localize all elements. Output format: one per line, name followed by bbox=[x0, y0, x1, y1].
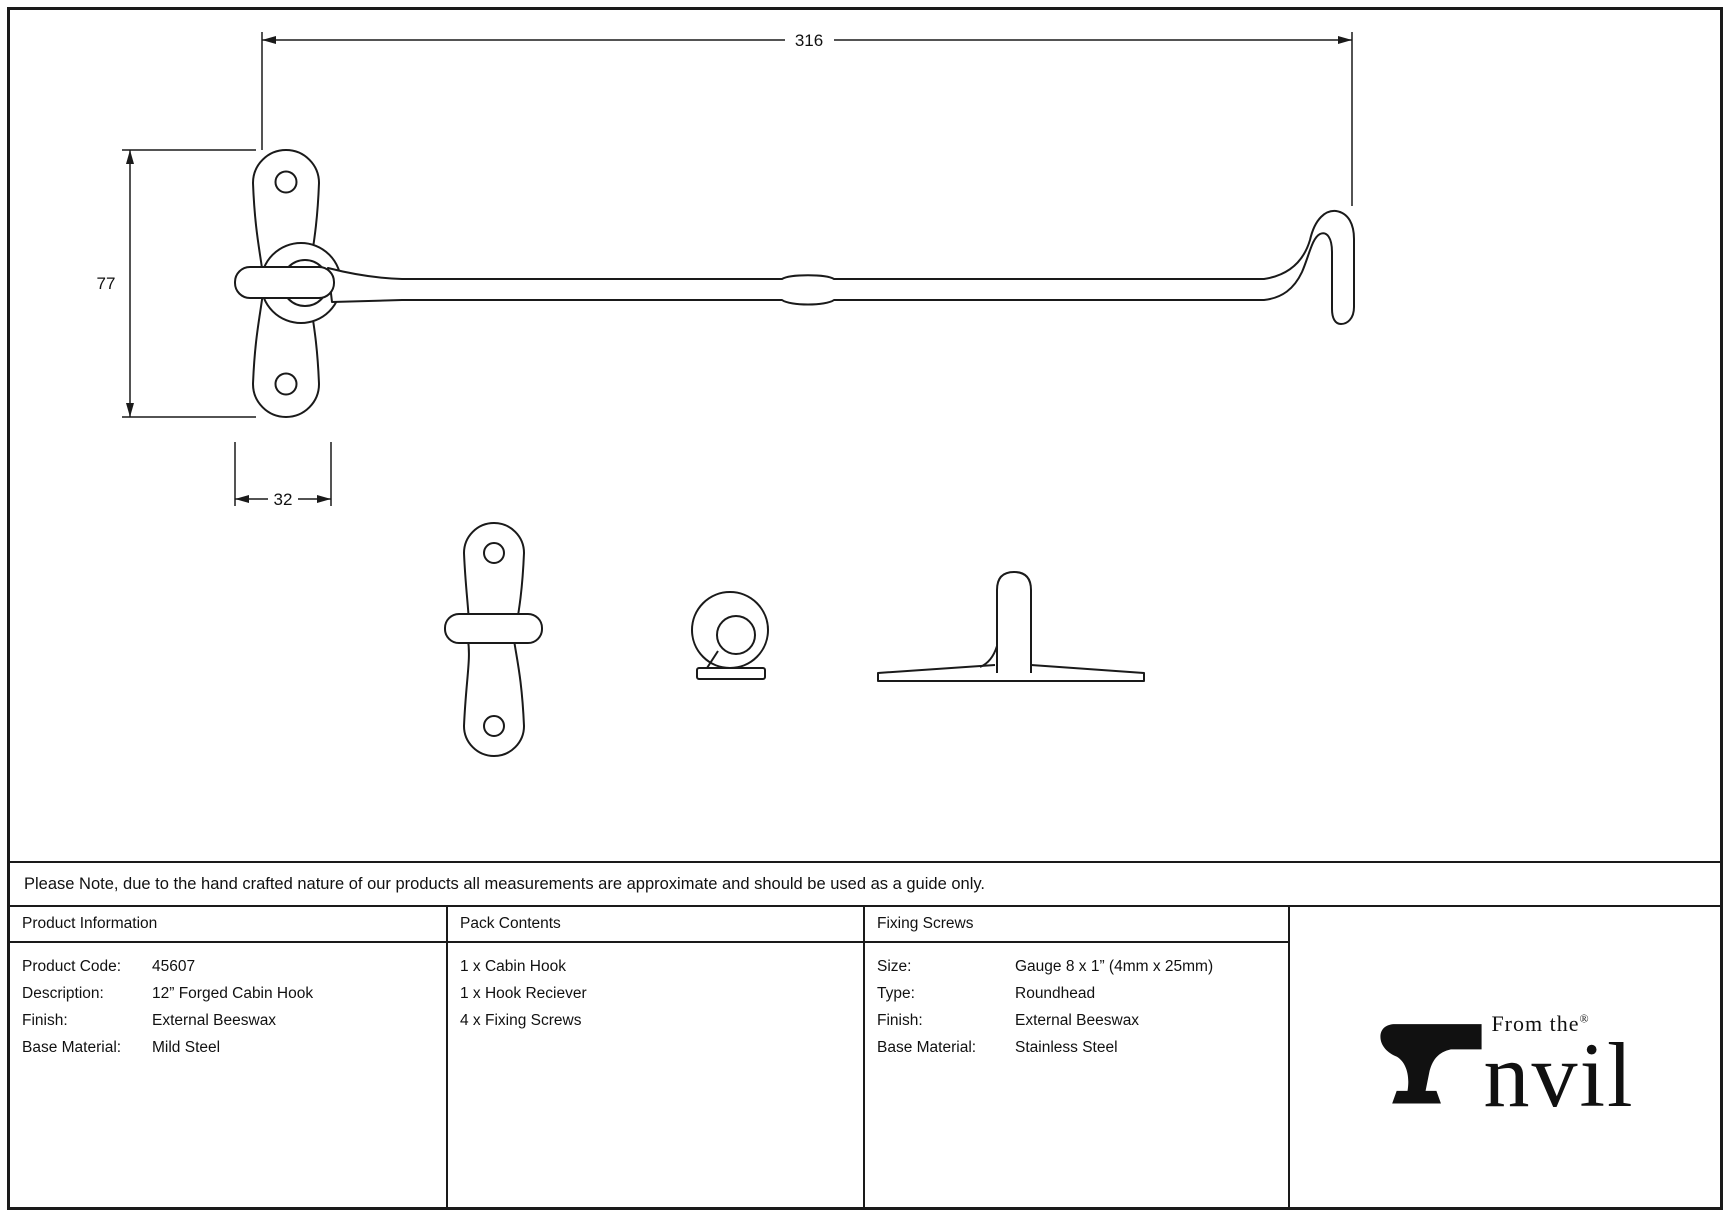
screw-hole-top-front bbox=[483, 542, 505, 564]
hook-receiver-front-view bbox=[691, 591, 769, 680]
dimension-77: 77 bbox=[97, 149, 256, 418]
spec-row: Finish: External Beeswax bbox=[877, 1007, 1276, 1034]
logo-text: From the® nvil bbox=[1483, 1011, 1635, 1127]
datasheet-page: 316 77 32 Pleas bbox=[7, 7, 1723, 1210]
registered-mark: ® bbox=[1579, 1012, 1589, 1027]
spec-value: Mild Steel bbox=[152, 1039, 221, 1056]
spec-label: Product Code: bbox=[22, 958, 122, 975]
spec-label: Size: bbox=[877, 958, 912, 975]
spec-row: Description: 12” Forged Cabin Hook bbox=[22, 980, 434, 1007]
receiver-stem bbox=[996, 571, 1032, 673]
pivot-pin-front bbox=[444, 613, 543, 644]
brand-logo: From the® nvil bbox=[1375, 1011, 1635, 1127]
pack-contents-body: 1 x Cabin Hook 1 x Hook Reciever 4 x Fix… bbox=[448, 943, 865, 1207]
spec-label: Finish: bbox=[22, 1012, 68, 1029]
dim-77-label: 77 bbox=[97, 274, 116, 293]
cabin-hook-side-view bbox=[234, 149, 1355, 418]
spec-value: Stainless Steel bbox=[1015, 1039, 1118, 1056]
anvil-icon bbox=[1380, 1024, 1483, 1104]
pack-item: 1 x Hook Reciever bbox=[460, 985, 587, 1002]
screw-hole-bottom bbox=[274, 372, 298, 396]
dim-316-label: 316 bbox=[795, 31, 823, 50]
product-information-body: Product Code: 45607 Description: 12” For… bbox=[10, 943, 448, 1207]
spec-value: 45607 bbox=[152, 958, 196, 975]
backplate-front-view bbox=[444, 522, 543, 757]
hook-receiver-side-view bbox=[877, 571, 1145, 682]
receiver-wire-tail bbox=[706, 650, 719, 669]
pack-contents-header: Pack Contents bbox=[448, 907, 865, 943]
dimension-32: 32 bbox=[234, 442, 332, 509]
pivot-pin bbox=[234, 266, 335, 299]
dim-32-label: 32 bbox=[274, 490, 293, 509]
spec-value: Roundhead bbox=[1015, 985, 1096, 1002]
spec-row: Type: Roundhead bbox=[877, 980, 1276, 1007]
spec-value: External Beeswax bbox=[152, 1012, 277, 1029]
technical-drawing-area: 316 77 32 bbox=[10, 10, 1720, 861]
spec-label: Finish: bbox=[877, 1012, 923, 1029]
spec-label: Base Material: bbox=[22, 1039, 122, 1056]
spec-value: 12” Forged Cabin Hook bbox=[152, 985, 314, 1002]
note-text: Please Note, due to the hand crafted nat… bbox=[24, 874, 985, 893]
spec-row: Base Material: Mild Steel bbox=[22, 1034, 434, 1061]
pack-item: 4 x Fixing Screws bbox=[460, 1012, 582, 1029]
screw-hole-bottom-front bbox=[483, 715, 505, 737]
product-information-header: Product Information bbox=[10, 907, 448, 943]
receiver-eye-outer bbox=[691, 591, 769, 669]
cabin-hook-technical-drawing: 316 77 32 bbox=[97, 31, 1355, 757]
dimension-316: 316 bbox=[261, 31, 1353, 206]
spec-row: Product Code: 45607 bbox=[22, 953, 434, 980]
screw-hole-top bbox=[274, 170, 298, 194]
receiver-base-plate bbox=[696, 667, 766, 680]
spec-value: Gauge 8 x 1” (4mm x 25mm) bbox=[1015, 958, 1214, 975]
brand-logo-cell: From the® nvil bbox=[1290, 907, 1720, 1207]
hook-rod bbox=[327, 209, 1355, 325]
spec-label: Type: bbox=[877, 985, 915, 1002]
fixing-screws-header: Fixing Screws bbox=[865, 907, 1290, 943]
spec-label: Description: bbox=[22, 985, 104, 1002]
fixing-screws-body: Size: Gauge 8 x 1” (4mm x 25mm) Type: Ro… bbox=[865, 943, 1290, 1207]
logo-tagline: From the® bbox=[1483, 1011, 1634, 1037]
logo-from-the-text: From the bbox=[1491, 1011, 1580, 1037]
spec-row: Base Material: Stainless Steel bbox=[877, 1034, 1276, 1061]
pack-item: 1 x Cabin Hook bbox=[460, 958, 566, 975]
receiver-stem-fillet bbox=[979, 645, 998, 668]
spec-label: Base Material: bbox=[877, 1039, 977, 1056]
logo-anvil-wordmark: nvil bbox=[1483, 1024, 1635, 1127]
receiver-eye-inner bbox=[716, 615, 756, 655]
spec-value: External Beeswax bbox=[1015, 1012, 1140, 1029]
spec-row: Finish: External Beeswax bbox=[22, 1007, 434, 1034]
spec-table: Product Information Pack Contents Fixing… bbox=[10, 905, 1720, 1207]
note-bar: Please Note, due to the hand crafted nat… bbox=[10, 861, 1720, 905]
spec-row: Size: Gauge 8 x 1” (4mm x 25mm) bbox=[877, 953, 1276, 980]
